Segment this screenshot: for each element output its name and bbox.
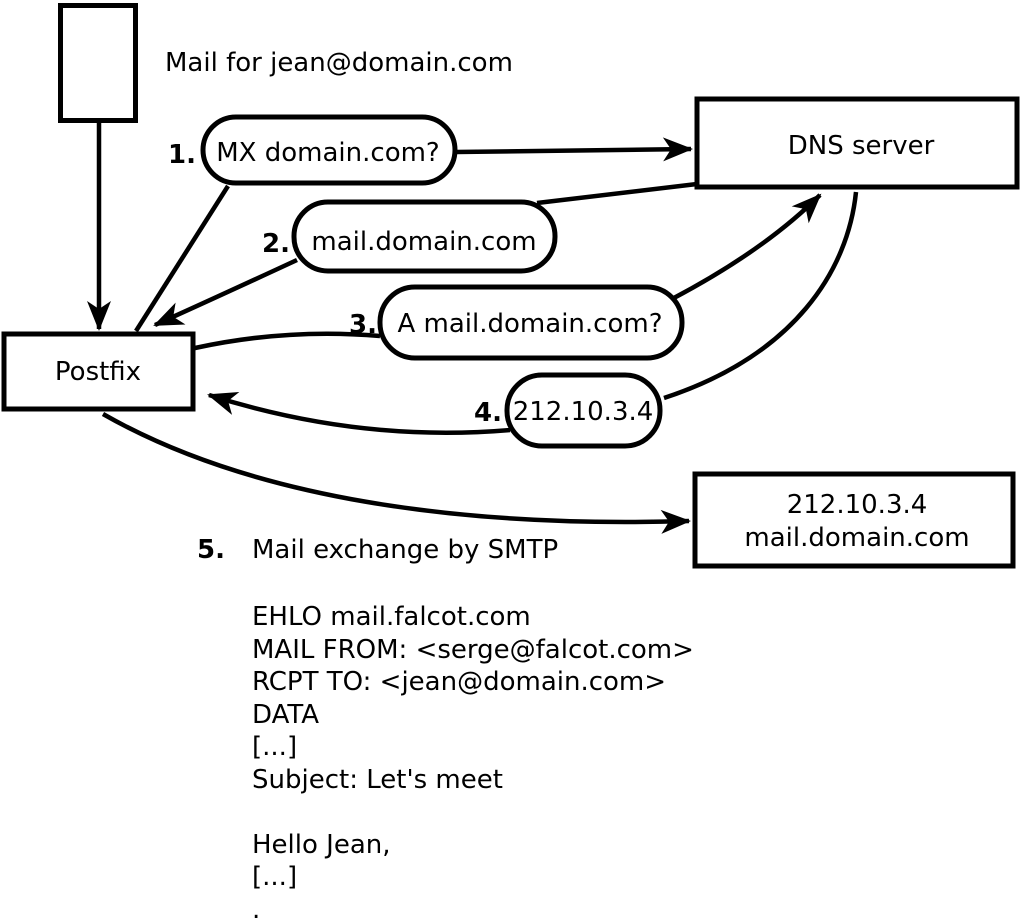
- mail-server-host-label: mail.domain.com: [744, 523, 969, 553]
- step-5-number: 5.: [197, 535, 225, 565]
- smtp-line: EHLO mail.falcot.com: [252, 602, 531, 632]
- pill-answer-mx: [291, 199, 558, 274]
- smtp-line: [252, 796, 694, 829]
- smtp-line: MAIL FROM: <serge@falcot.com>: [252, 634, 694, 665]
- arrow-query1-to-dns: [455, 137, 693, 162]
- postfix-node: [1, 331, 196, 412]
- step-2-label: mail.domain.com: [311, 227, 536, 257]
- arrow-answer4-to-postfix: [207, 392, 511, 436]
- pill-answer-a: [504, 372, 663, 449]
- step-4-number: 4.: [474, 398, 502, 428]
- line-postfix-to-query1: [134, 184, 230, 333]
- smtp-line: [...]: [252, 732, 298, 762]
- pill-query-mx: [200, 114, 458, 186]
- dns-server-label: DNS server: [788, 131, 935, 161]
- dns-server-node: [694, 96, 1020, 190]
- step-5-label: Mail exchange by SMTP: [252, 535, 558, 565]
- step-2-number: 2.: [262, 229, 290, 259]
- smtp-line: Subject: Let's meet: [252, 764, 503, 795]
- pill-query-a: [377, 284, 685, 361]
- line-dns-to-answer2: [536, 181, 698, 206]
- line-dns-to-answer4: [663, 191, 859, 401]
- line-postfix-to-query3: [194, 331, 381, 351]
- step-1-label: MX domain.com?: [216, 138, 439, 168]
- envelope-node: [58, 3, 138, 123]
- arrow-query3-to-dns: [670, 193, 822, 301]
- arrow-postfix-to-mailserver: [101, 412, 691, 534]
- step-1-number: 1.: [168, 140, 196, 170]
- mail-server-node: [692, 471, 1016, 569]
- step-3-label: A mail.domain.com?: [398, 309, 663, 339]
- arrow-answer2-to-postfix: [153, 257, 298, 328]
- postfix-label: Postfix: [55, 357, 141, 387]
- mail-for-label: Mail for jean@domain.com: [165, 48, 513, 78]
- step-3-number: 3.: [349, 310, 377, 340]
- smtp-line: Hello Jean,: [252, 829, 391, 860]
- step-4-label: 212.10.3.4: [513, 397, 654, 427]
- mail-server-ip-label: 212.10.3.4: [787, 490, 928, 520]
- smtp-line: RCPT TO: <jean@domain.com>: [252, 667, 667, 697]
- smtp-line: DATA: [252, 699, 319, 730]
- smtp-line: [...]: [252, 862, 298, 892]
- smtp-line: .: [252, 894, 261, 919]
